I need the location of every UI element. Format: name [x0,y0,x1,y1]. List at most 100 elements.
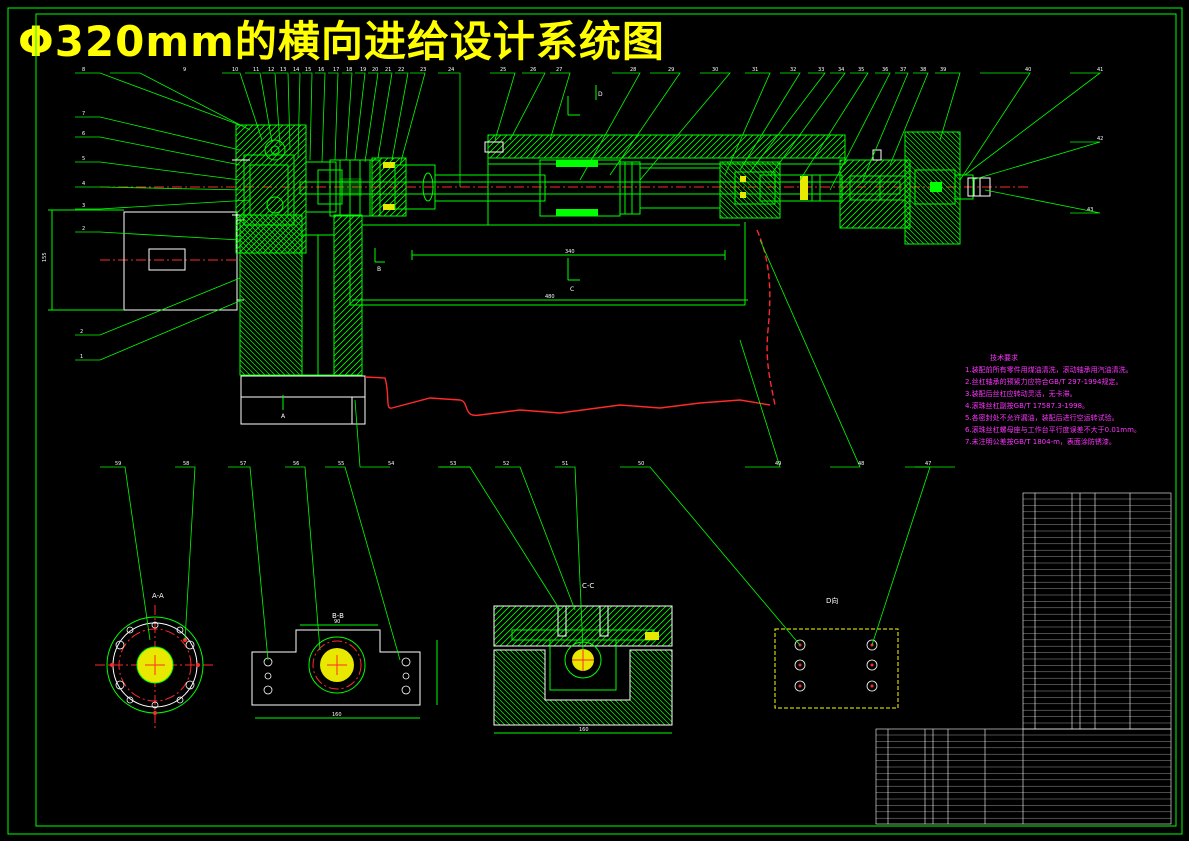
view-label-a-a: A-A [152,592,164,600]
marker-c: C [570,286,574,293]
svg-text:10: 10 [232,67,238,73]
main-assembly-view: 340 480 155 C B A D [42,67,1103,468]
d-view-plate [774,628,899,709]
base-block [240,375,366,425]
tech-note-2: 2.丝杠轴承的预紧力应符合GB/T 297-1994规定。 [965,377,1122,386]
section-a-a: A-A [95,592,215,728]
part-leaders-left [75,116,251,361]
svg-text:36: 36 [882,67,888,73]
svg-text:43: 43 [1087,207,1093,213]
svg-text:1: 1 [80,354,83,360]
tech-note-6: 6.滚珠丝杠螺母座与工作台平行度误差不大于0.01mm。 [965,425,1141,434]
svg-text:59: 59 [115,461,121,467]
right-end-housing [839,159,911,229]
svg-text:11: 11 [253,67,259,73]
dim-stroke-total: 480 [545,294,555,300]
bb-bearing-block [251,629,421,706]
view-label-c-c: C-C [582,582,594,590]
svg-text:30: 30 [712,67,718,73]
svg-text:31: 31 [752,67,758,73]
svg-text:20: 20 [372,67,378,73]
drawing-title: Φ320mm的横向进给设计系统图 [18,17,665,66]
vertical-support [333,214,363,376]
svg-text:14: 14 [293,67,299,73]
svg-text:50: 50 [638,461,644,467]
outer-frame [7,7,1183,835]
svg-text:8: 8 [82,67,85,73]
cc-slide-base [493,649,673,726]
rear-bearing-housing [719,161,781,219]
tech-note-7: 7.未注明公差按GB/T 1804-m，表面涂防锈漆。 [965,437,1116,446]
svg-text:54: 54 [388,461,394,467]
technical-requirements: 技术要求 1.装配前所有零件用煤油清洗，滚动轴承用汽油清洗。 2.丝杠轴承的预紧… [965,353,1141,446]
svg-text:15: 15 [305,67,311,73]
svg-text:26: 26 [530,67,536,73]
svg-text:21: 21 [385,67,391,73]
part-leaders-top [75,72,1102,214]
view-label-d: D向 [826,596,838,605]
servo-motor [123,211,238,311]
svg-text:24: 24 [448,67,454,73]
motor-nameplate [148,248,186,271]
svg-text:12: 12 [268,67,274,73]
svg-text:53: 53 [450,461,456,467]
nut-flange [619,161,641,215]
svg-text:38: 38 [920,67,926,73]
svg-text:16: 16 [318,67,324,73]
support-column [239,214,303,376]
svg-text:22: 22 [398,67,404,73]
section-c-c: C-C 160 [493,582,673,734]
svg-text:35: 35 [858,67,864,73]
view-label-b-b: B-B [332,612,344,620]
svg-text:13: 13 [280,67,286,73]
svg-text:9: 9 [183,67,186,73]
svg-text:34: 34 [838,67,844,73]
svg-text:29: 29 [668,67,674,73]
svg-text:2: 2 [82,226,85,232]
tech-notes-heading: 技术要求 [990,353,1018,362]
svg-text:23: 23 [420,67,426,73]
svg-text:52: 52 [503,461,509,467]
dim-side-width: 155 [42,252,48,262]
bom-table [875,492,1172,825]
svg-text:3: 3 [82,203,85,209]
section-b-b: B-B 90 160 [251,612,438,719]
view-d: D向 [774,596,899,709]
inner-frame [35,13,1177,827]
svg-text:27: 27 [556,67,562,73]
svg-text:57: 57 [240,461,246,467]
svg-text:41: 41 [1097,67,1103,73]
marker-b: B [377,266,381,273]
dim-stroke-mid: 340 [565,249,575,255]
svg-text:33: 33 [818,67,824,73]
svg-text:18: 18 [346,67,352,73]
svg-text:7: 7 [82,111,85,117]
svg-text:47: 47 [925,461,931,467]
ball-nut [539,159,621,217]
svg-text:55: 55 [338,461,344,467]
marker-d: D [598,91,603,98]
dim-cc-width: 160 [579,727,589,733]
part-leaders-bottom [354,239,955,468]
svg-text:6: 6 [82,131,85,137]
svg-text:5: 5 [82,156,85,162]
svg-text:32: 32 [790,67,796,73]
svg-text:37: 37 [900,67,906,73]
svg-text:2: 2 [80,329,83,335]
break-line [364,376,771,416]
tech-note-3: 3.装配后丝杠应转动灵活，无卡滞。 [965,389,1077,398]
svg-text:4: 4 [82,181,85,187]
dim-bb-total: 160 [332,712,342,718]
svg-text:17: 17 [333,67,339,73]
svg-text:49: 49 [775,461,781,467]
dim-bb-width: 90 [334,619,340,625]
svg-text:56: 56 [293,461,299,467]
marker-a: A [281,413,286,420]
svg-text:58: 58 [183,461,189,467]
lower-view-leaders [100,466,931,661]
svg-text:39: 39 [940,67,946,73]
svg-text:28: 28 [630,67,636,73]
svg-text:25: 25 [500,67,506,73]
svg-text:19: 19 [360,67,366,73]
